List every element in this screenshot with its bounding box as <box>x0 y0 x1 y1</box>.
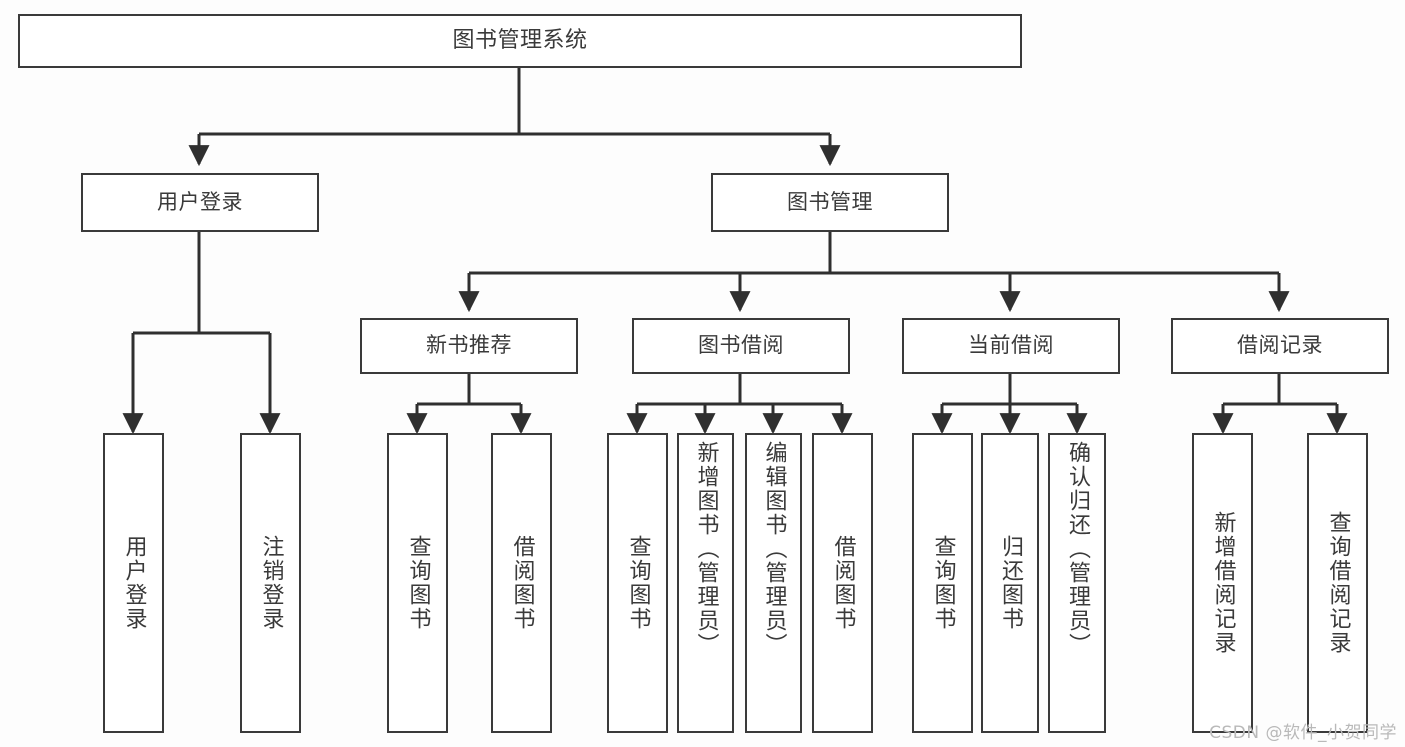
node-leaf-query-book-2-label: 查询图书 <box>625 535 651 631</box>
node-leaf-query-book-3-label: 查询图书 <box>930 535 956 631</box>
node-leaf-logout-login-label: 注销登录 <box>258 535 284 631</box>
node-book-borrow[interactable]: 图书借阅 <box>632 318 850 374</box>
node-leaf-query-book-1[interactable]: 查询图书 <box>387 433 448 733</box>
node-leaf-query-book-2[interactable]: 查询图书 <box>607 433 668 733</box>
node-leaf-user-login[interactable]: 用户登录 <box>103 433 164 733</box>
node-leaf-borrow-book-1[interactable]: 借阅图书 <box>491 433 552 733</box>
node-leaf-borrow-book-1-label: 借阅图书 <box>509 535 535 631</box>
node-new-book-rec-label: 新书推荐 <box>426 333 512 358</box>
node-current-borrow[interactable]: 当前借阅 <box>902 318 1120 374</box>
node-leaf-edit-book[interactable]: 编辑图书（管理员） <box>745 433 802 733</box>
node-book-manage[interactable]: 图书管理 <box>711 173 949 232</box>
node-leaf-borrow-book-2[interactable]: 借阅图书 <box>812 433 873 733</box>
node-leaf-user-login-label: 用户登录 <box>121 535 147 631</box>
node-current-borrow-label: 当前借阅 <box>968 333 1054 358</box>
node-leaf-query-book-3[interactable]: 查询图书 <box>912 433 973 733</box>
node-leaf-return-book-label: 归还图书 <box>997 535 1023 631</box>
node-book-borrow-label: 图书借阅 <box>698 333 784 358</box>
node-leaf-query-record-label: 查询借阅记录 <box>1325 511 1351 655</box>
node-root-label: 图书管理系统 <box>452 27 588 53</box>
node-leaf-edit-book-label: 编辑图书（管理员） <box>761 441 787 657</box>
node-book-manage-label: 图书管理 <box>787 189 873 214</box>
node-leaf-add-record[interactable]: 新增借阅记录 <box>1192 433 1253 733</box>
node-leaf-query-book-1-label: 查询图书 <box>405 535 431 631</box>
node-root[interactable]: 图书管理系统 <box>18 14 1022 68</box>
node-leaf-add-record-label: 新增借阅记录 <box>1210 511 1236 655</box>
node-user-login-label: 用户登录 <box>157 189 243 214</box>
node-leaf-confirm-return[interactable]: 确认归还（管理员） <box>1048 433 1106 733</box>
node-user-login[interactable]: 用户登录 <box>81 173 319 232</box>
node-borrow-record[interactable]: 借阅记录 <box>1171 318 1389 374</box>
node-leaf-add-book-label: 新增图书（管理员） <box>693 441 719 657</box>
node-new-book-rec[interactable]: 新书推荐 <box>360 318 578 374</box>
node-leaf-add-book[interactable]: 新增图书（管理员） <box>677 433 734 733</box>
node-leaf-borrow-book-2-label: 借阅图书 <box>830 535 856 631</box>
node-leaf-confirm-return-label: 确认归还（管理员） <box>1064 441 1090 657</box>
node-leaf-return-book[interactable]: 归还图书 <box>981 433 1039 733</box>
node-leaf-logout-login[interactable]: 注销登录 <box>240 433 301 733</box>
node-borrow-record-label: 借阅记录 <box>1237 333 1323 358</box>
node-leaf-query-record[interactable]: 查询借阅记录 <box>1307 433 1368 733</box>
